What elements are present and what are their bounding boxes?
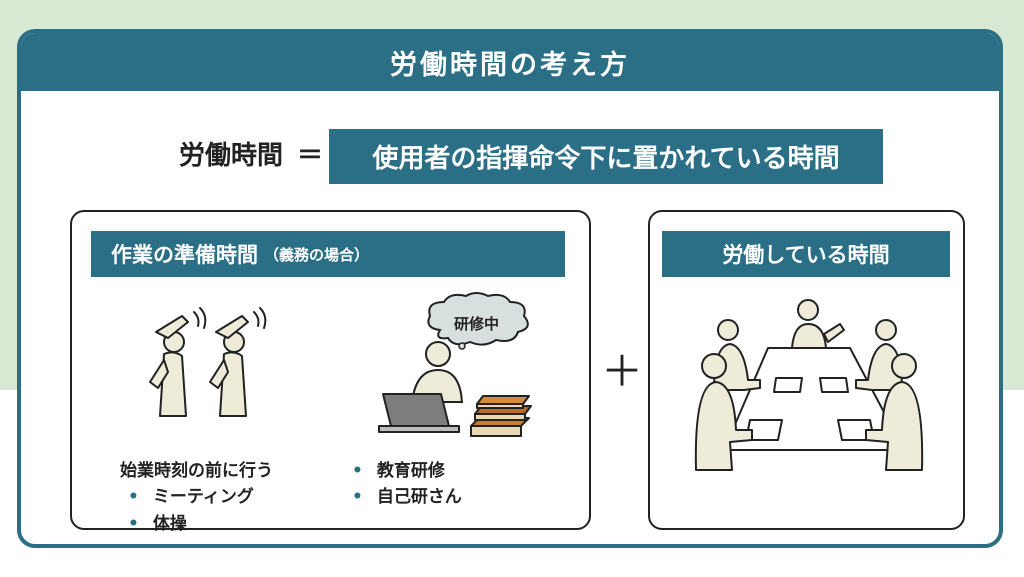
plus-sign: ＋ — [601, 347, 644, 396]
working-time-header: 労働している時間 — [662, 231, 950, 277]
list-item: •ミーティング — [128, 487, 254, 507]
bullet-icon: • — [128, 487, 139, 507]
list-item: •教育研修 — [352, 461, 445, 481]
cloud-text: 研修中 — [454, 315, 500, 333]
laptop-icon — [378, 393, 460, 433]
preparation-time-panel: 作業の準備時間 （義務の場合） — [70, 210, 591, 534]
thought-cloud-icon — [427, 292, 529, 350]
definition-highlight: 使用者の指揮命令下に置かれている時間 — [329, 129, 883, 184]
page-title: 労働時間の考え方 — [21, 33, 999, 91]
definition-label: 労働時間 — [179, 141, 284, 171]
preparation-time-header: 作業の準備時間 （義務の場合） — [91, 231, 565, 277]
exercising-people-icon — [149, 307, 267, 417]
books-icon — [470, 395, 532, 437]
preparation-time-title: 作業の準備時間 — [111, 243, 258, 267]
group1-heading: 始業時刻の前に行う — [120, 461, 273, 481]
list-item: •自己研さん — [352, 487, 462, 507]
preparation-time-note: （義務の場合） — [264, 245, 370, 264]
list-item: •体操 — [128, 514, 187, 534]
main-card: 労働時間の考え方 労働時間 ＝ 使用者の指揮命令下に置かれている時間 作業の準備… — [17, 29, 1003, 548]
meeting-table-icon — [694, 299, 924, 471]
working-time-panel: 労働している時間 — [648, 210, 965, 530]
bullet-icon: • — [352, 487, 363, 507]
bullet-icon: • — [352, 461, 363, 481]
definition-row: 労働時間 ＝ 使用者の指揮命令下に置かれている時間 — [21, 129, 999, 184]
equals-sign: ＝ — [297, 141, 324, 171]
bullet-icon: • — [128, 514, 139, 534]
